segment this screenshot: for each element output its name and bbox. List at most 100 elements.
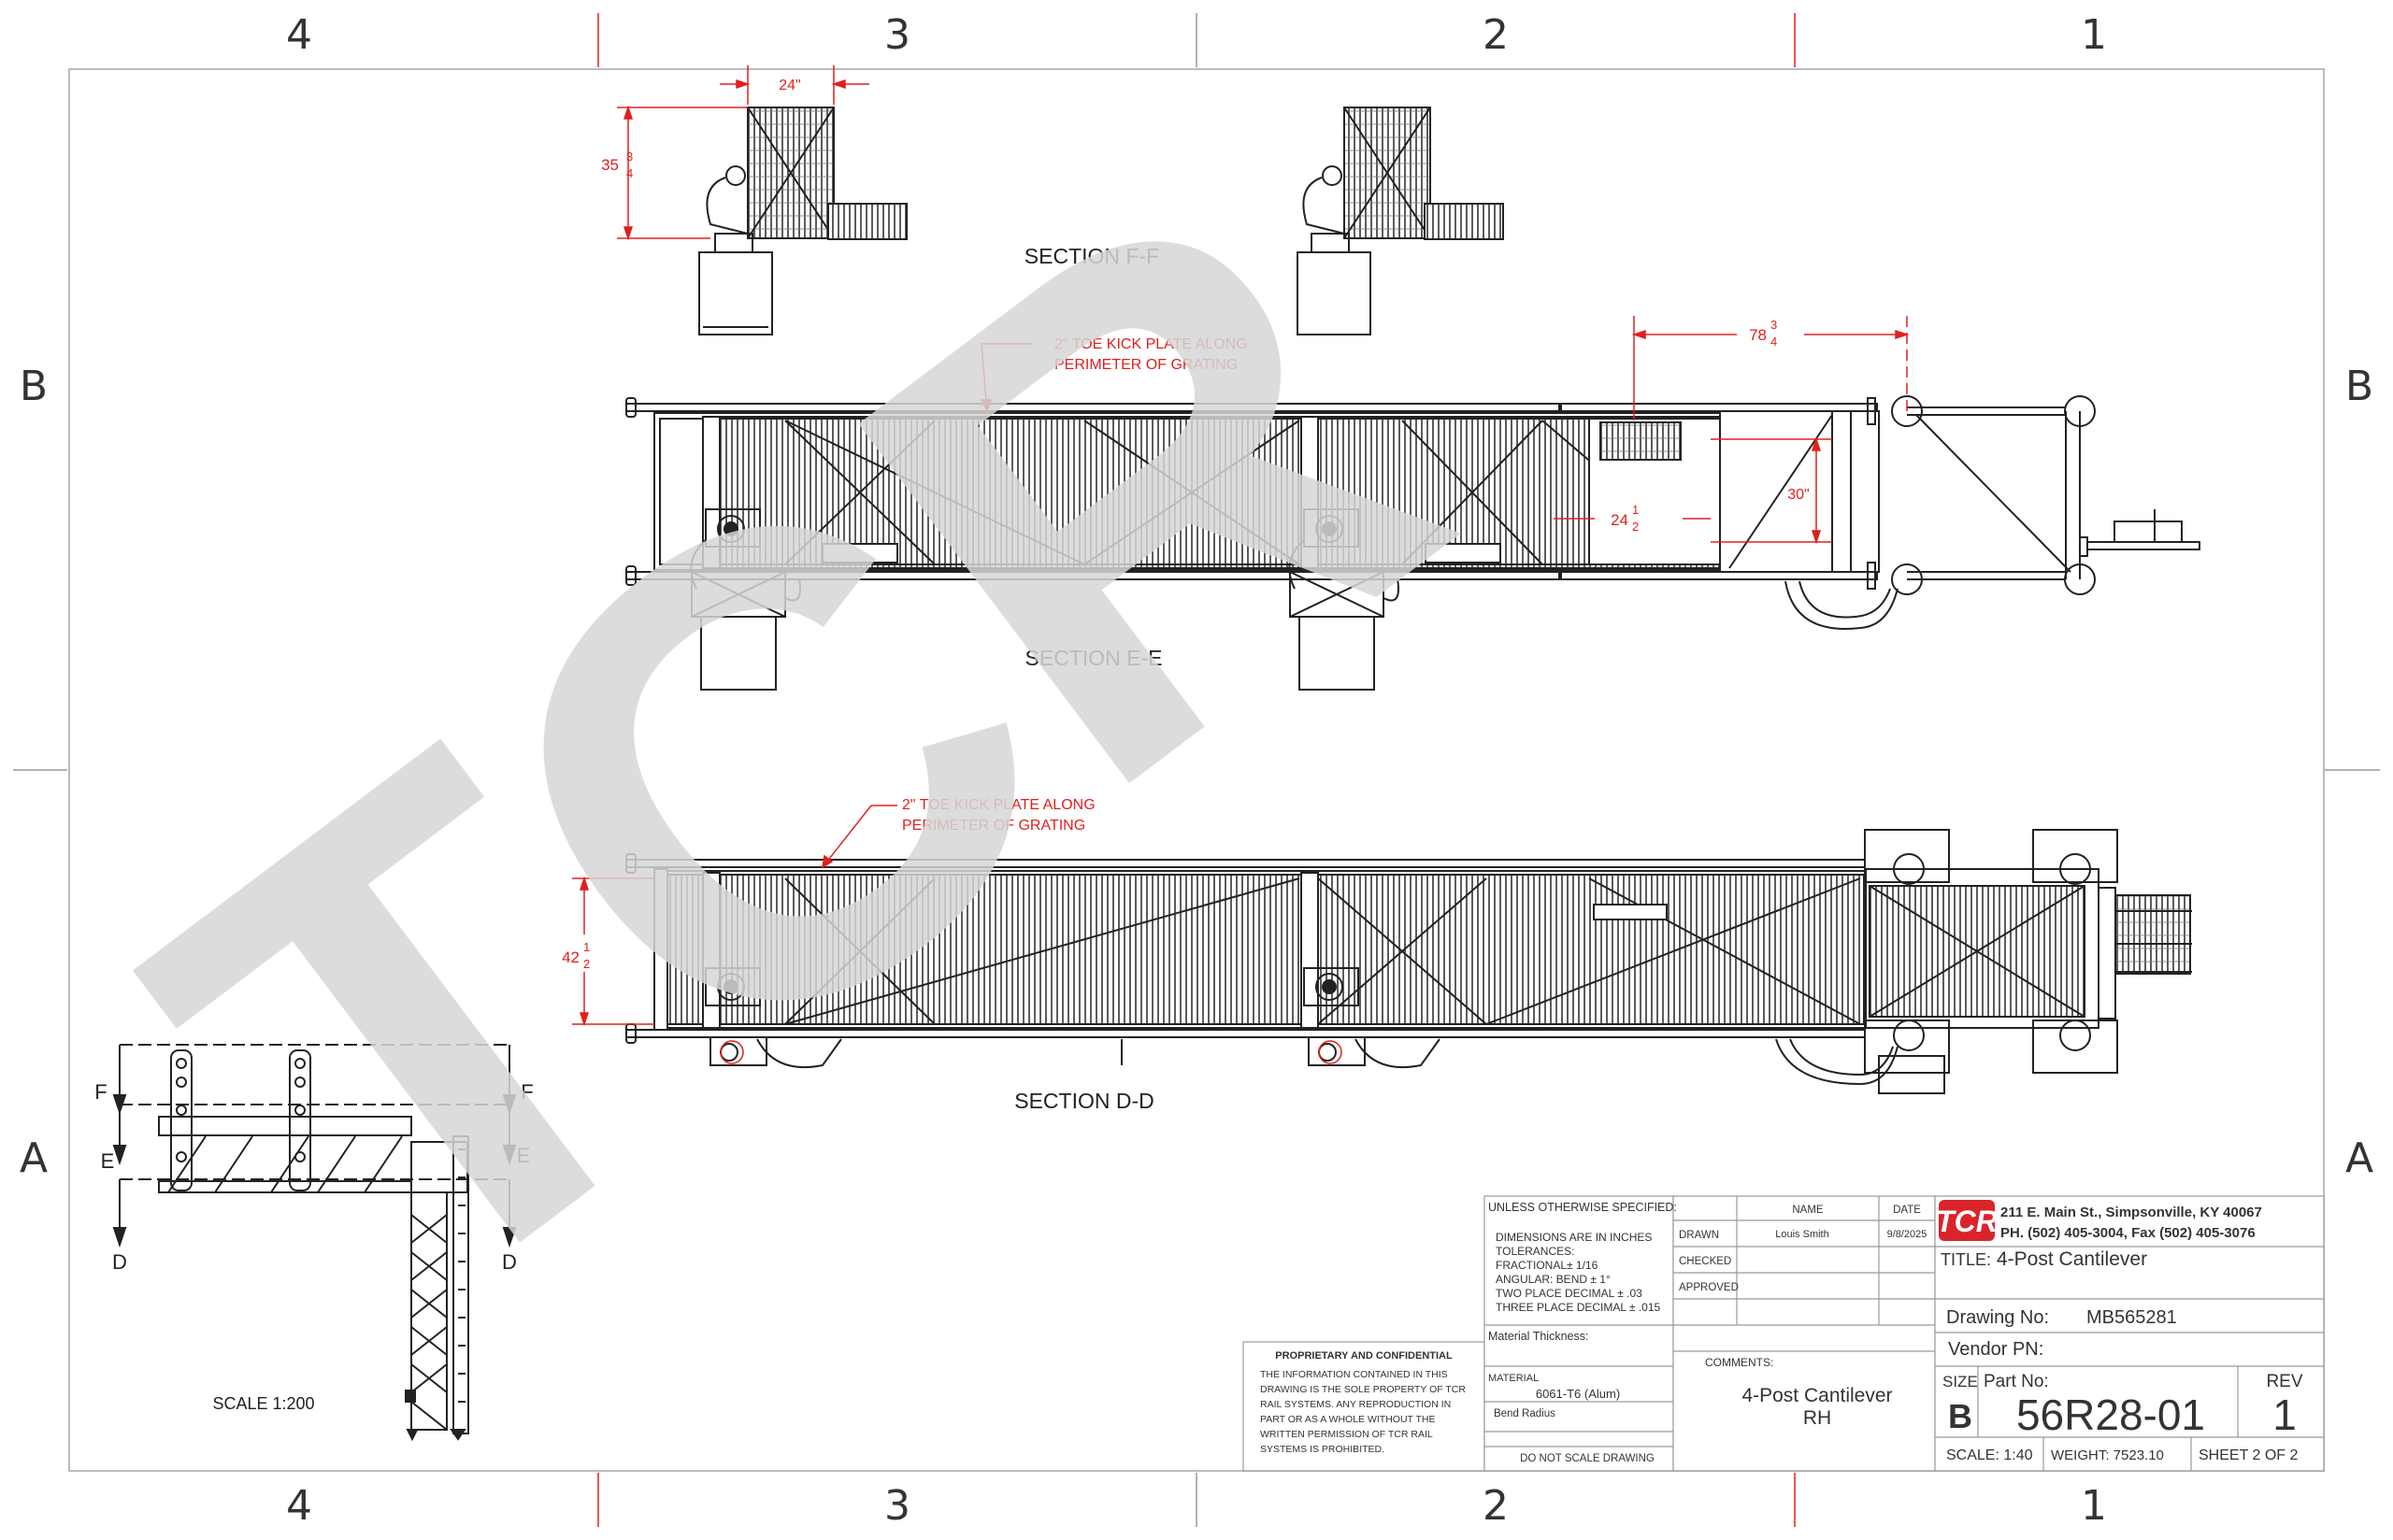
part-no-value: 56R28-01 [2016,1390,2205,1439]
zone-row-a-left: A [20,1134,48,1182]
proprietary-line-6: SYSTEMS IS PROHIBITED. [1260,1444,1384,1455]
overview-view [112,1044,517,1442]
section-dd-label: SECTION D-D [1014,1089,1154,1113]
material-label: MATERIAL [1488,1373,1539,1384]
tcr-logo-text: TCR [1936,1205,1998,1238]
section-ff-dimensions [617,65,869,241]
proprietary-line-1: THE INFORMATION CONTAINED IN THIS [1260,1369,1448,1380]
comments-line-1: 4-Post Cantilever [1741,1385,1892,1406]
tolerance-line-3: FRACTIONAL± 1/16 [1496,1259,1598,1272]
section-dd-toe-kick-line2: PERIMETER OF GRATING [902,818,1085,834]
overview-cut-d-right: D [502,1250,517,1274]
tolerance-line-1: DIMENSIONS ARE IN INCHES [1496,1231,1652,1244]
sheet-weight: WEIGHT: 7523.10 [2051,1447,2164,1463]
proprietary-line-4: PART OR AS A WHOLE WITHOUT THE [1260,1414,1435,1425]
rev-value: 1 [2272,1390,2297,1439]
zone-col-3-bottom: 3 [884,1482,910,1530]
watermark: TCR [42,53,1556,1446]
sheet-scale: SCALE: 1:40 [1946,1447,2033,1463]
drawing-no-label: Drawing No: [1946,1307,2049,1328]
drawn-date: 9/8/2025 [1887,1229,1927,1240]
size-value: B [1948,1397,1972,1435]
section-ee-dim-30: 30" [1787,487,1809,503]
drawn-label: DRAWN [1679,1230,1719,1241]
overview-cut-d-left: D [112,1250,127,1274]
overview-scale: SCALE 1:200 [212,1394,314,1413]
zone-col-2-top: 2 [1483,11,1509,59]
section-dd-dim-42: 42 [562,948,580,966]
sheet-number: SHEET 2 OF 2 [2199,1447,2299,1463]
checked-label: CHECKED [1679,1256,1731,1267]
comments-label: COMMENTS: [1705,1356,1773,1369]
title-value: 4-Post Cantilever [1997,1248,2147,1270]
section-dd-toe-kick-line1: 2" TOE KICK PLATE ALONG [902,797,1096,813]
section-ee-dim-78-num: 3 [1770,318,1777,332]
section-ee-view [625,395,2200,691]
watermark-text: TCR [42,53,1556,1446]
proprietary-line-3: RAIL SYSTEMS. ANY REPRODUCTION IN [1260,1399,1451,1410]
size-label: SIZE [1942,1373,1978,1390]
section-dd-dimensions [572,805,1342,1064]
zone-col-3-top: 3 [884,11,910,59]
section-ee-toe-kick-line1: 2" TOE KICK PLATE ALONG [1054,336,1248,352]
section-dd-dim-42-den: 2 [583,957,590,971]
zone-col-1-bottom: 1 [2081,1482,2107,1530]
tolerance-line-5: TWO PLACE DECIMAL ± .03 [1496,1287,1642,1300]
zone-borders [13,13,2380,1527]
company-phone: PH. (502) 405-3004, Fax (502) 405-3076 [2000,1225,2256,1241]
section-ff-view-left [698,107,908,335]
approved-label: APPROVED [1679,1282,1739,1293]
section-ff-dim-width: 24" [779,78,800,93]
name-header: NAME [1792,1205,1824,1216]
drawing-frame [68,68,2325,1472]
drawn-name: Louis Smith [1775,1229,1828,1240]
zone-row-b-right: B [2345,363,2373,410]
zone-col-4-top: 4 [286,11,312,59]
material-thickness: Material Thickness: [1488,1330,1588,1343]
date-header: DATE [1893,1205,1921,1216]
zone-col-1-top: 1 [2081,11,2107,59]
section-ff-dim-height-num: 3 [626,150,633,164]
section-ee-toe-kick-line2: PERIMETER OF GRATING [1054,357,1238,373]
section-ee-dim-78-den: 4 [1770,335,1777,349]
zone-col-4-bottom: 4 [286,1482,312,1530]
section-ff-label: SECTION F-F [1025,244,1159,268]
overview-cut-e-left: E [101,1149,115,1173]
title-block-lines [1242,1195,2325,1472]
overview-cut-e-right: E [517,1144,531,1167]
section-ff-dim-height: 35 [601,156,619,174]
tolerance-line-6: THREE PLACE DECIMAL ± .015 [1496,1301,1661,1314]
material-value: 6061-T6 (Alum) [1536,1387,1620,1401]
section-dd-dim-42-num: 1 [583,940,590,954]
title-label: TITLE: [1941,1250,1991,1269]
proprietary-title: PROPRIETARY AND CONFIDENTIAL [1275,1350,1453,1362]
section-ff-view-right [1297,107,1504,335]
tolerance-line-4: ANGULAR: BEND ± 1° [1496,1273,1611,1286]
company-address: 211 E. Main St., Simpsonville, KY 40067 [2000,1205,2262,1220]
section-ee-dim-24-den: 2 [1632,520,1639,534]
section-ee-dim-24: 24 [1611,511,1628,529]
rev-label: REV [2266,1372,2302,1391]
vendor-pn-label: Vendor PN: [1948,1339,2043,1360]
section-ee-dim-78: 78 [1749,326,1767,344]
do-not-scale: DO NOT SCALE DRAWING [1520,1453,1655,1464]
section-dd-view [625,829,2192,1094]
unless-specified: UNLESS OTHERWISE SPECIFIED: [1488,1201,1677,1214]
overview-cut-f-right: F [521,1080,533,1104]
section-ff-dim-height-den: 4 [626,166,633,180]
part-no-label: Part No: [1984,1372,2049,1391]
tcr-logo: TCR [1936,1200,1998,1241]
zone-row-b-left: B [20,363,48,410]
comments-line-2: RH [1803,1407,1831,1429]
proprietary-line-2: DRAWING IS THE SOLE PROPERTY OF TCR [1260,1384,1466,1395]
zone-row-a-right: A [2345,1134,2373,1182]
proprietary-line-5: WRITTEN PERMISSION OF TCR RAIL [1260,1429,1433,1440]
drawing-no-value: MB565281 [2086,1307,2177,1328]
section-ee-label: SECTION E-E [1025,646,1163,670]
section-ee-dim-24-num: 1 [1632,503,1639,517]
zone-col-2-bottom: 2 [1483,1482,1509,1530]
overview-cut-f-left: F [94,1080,107,1104]
bend-radius: Bend Radius [1494,1408,1555,1419]
tolerance-line-2: TOLERANCES: [1496,1245,1574,1258]
